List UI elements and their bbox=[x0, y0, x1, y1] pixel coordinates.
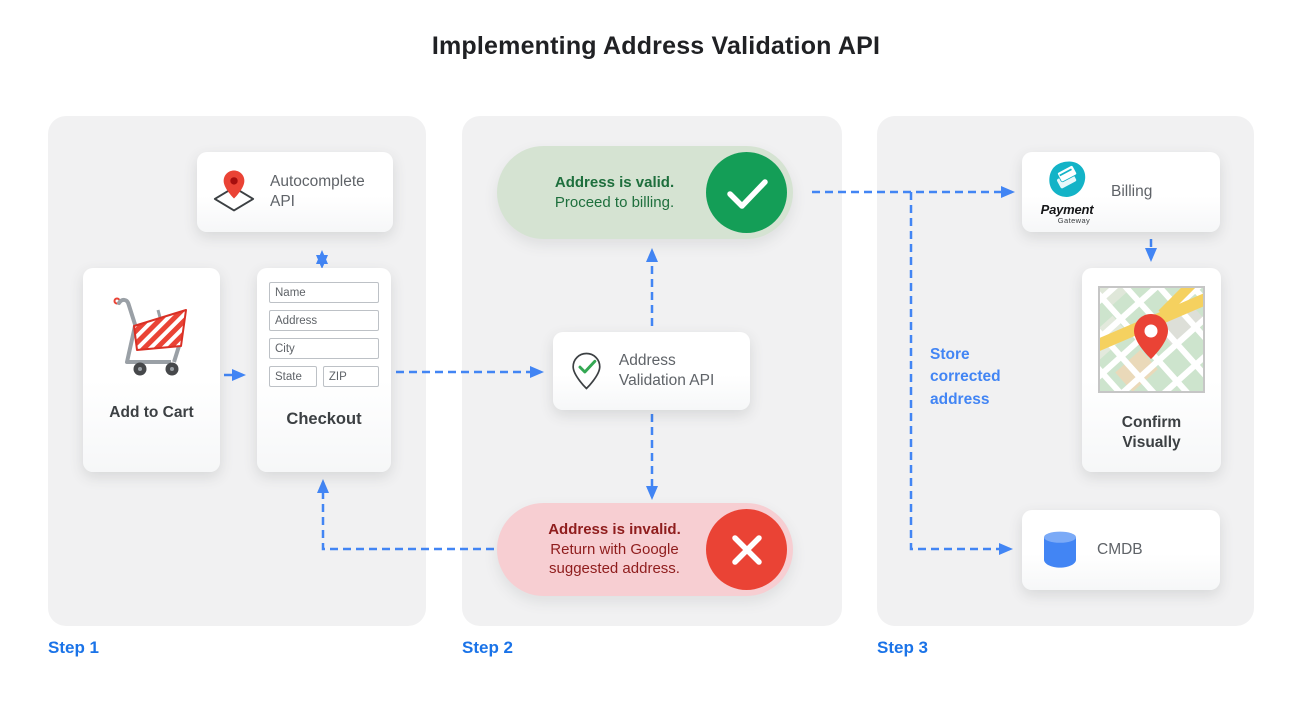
step2-label: Step 2 bbox=[462, 638, 514, 657]
shopping-cart-icon bbox=[113, 297, 187, 376]
database-icon bbox=[1044, 531, 1076, 568]
confirm-visually-card: Confirm Visually bbox=[1082, 268, 1221, 472]
x-icon bbox=[731, 534, 762, 565]
confirm-visually-label: Confirm Visually bbox=[1121, 414, 1182, 452]
checkmark-icon bbox=[726, 178, 768, 209]
address-invalid-pill: Address is invalid. Return with Google s… bbox=[497, 503, 793, 596]
address-validation-api-label: Address Validation API bbox=[618, 352, 715, 389]
address-invalid-subtitle: Return with Google suggested address. bbox=[549, 540, 680, 578]
store-corrected-address-note: Store corrected address bbox=[930, 346, 1001, 408]
address-input[interactable] bbox=[269, 310, 379, 331]
add-to-cart-card: Add to Cart bbox=[83, 268, 220, 472]
address-valid-pill: Address is valid. Proceed to billing. bbox=[497, 146, 793, 239]
check-circle-icon bbox=[706, 152, 787, 233]
checkout-label: Checkout bbox=[286, 410, 362, 428]
map-thumbnail bbox=[1098, 286, 1205, 393]
payment-logo-sub: Gateway bbox=[1057, 216, 1091, 225]
name-input[interactable] bbox=[269, 282, 379, 303]
add-to-cart-label: Add to Cart bbox=[109, 404, 194, 421]
address-valid-title: Address is valid. bbox=[554, 173, 675, 191]
cmdb-label: CMDB bbox=[1097, 541, 1143, 559]
payment-gateway-icon bbox=[1049, 161, 1086, 197]
map-with-pin-icon bbox=[1100, 288, 1203, 391]
payment-logo-name: Payment bbox=[1040, 202, 1094, 217]
autocomplete-api-card: Autocomplete API bbox=[197, 152, 393, 232]
billing-card: Payment Gateway Billing bbox=[1022, 152, 1220, 232]
validation-pin-check-icon bbox=[572, 352, 601, 390]
page-title: Implementing Address Validation API bbox=[431, 32, 881, 60]
billing-label: Billing bbox=[1111, 183, 1153, 201]
address-validation-api-card: Address Validation API bbox=[553, 332, 750, 410]
error-circle-icon bbox=[706, 509, 787, 590]
city-input[interactable] bbox=[269, 338, 379, 359]
address-invalid-text: Address is invalid. Return with Google s… bbox=[497, 520, 706, 579]
zip-input[interactable] bbox=[322, 366, 379, 387]
address-invalid-title: Address is invalid. bbox=[548, 520, 681, 538]
address-valid-subtitle: Proceed to billing. bbox=[554, 193, 675, 211]
state-input[interactable] bbox=[269, 366, 317, 387]
autocomplete-pin-icon bbox=[213, 170, 255, 212]
checkout-card: Checkout bbox=[257, 268, 391, 472]
cmdb-card: CMDB bbox=[1022, 510, 1220, 590]
step1-label: Step 1 bbox=[48, 638, 100, 657]
step3-label: Step 3 bbox=[877, 638, 929, 657]
autocomplete-api-label: Autocomplete API bbox=[270, 173, 365, 210]
address-valid-text: Address is valid. Proceed to billing. bbox=[497, 173, 706, 213]
payment-gateway-logo: Payment Gateway bbox=[1036, 159, 1098, 225]
